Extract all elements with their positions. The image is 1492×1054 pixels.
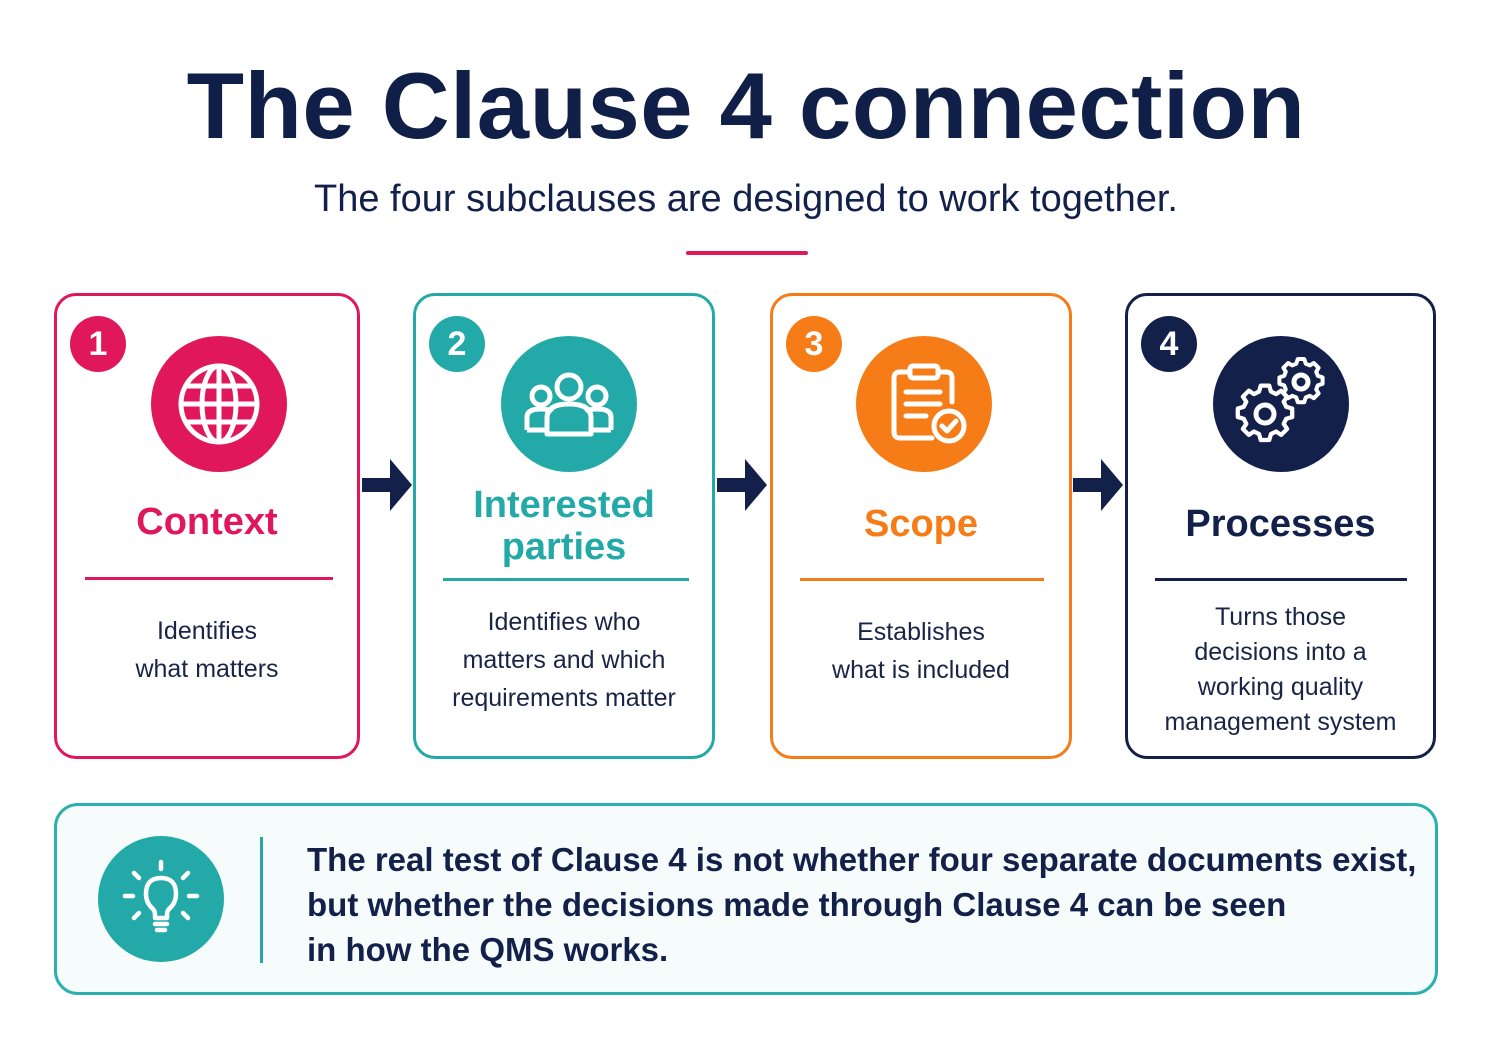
step-divider [85, 577, 333, 580]
step-description: Turns those decisions into a working qua… [1164, 603, 1397, 736]
step-number-badge: 4 [1141, 316, 1197, 372]
globe-icon [151, 336, 287, 472]
callout-text: The real test of Clause 4 is not whether… [307, 841, 1417, 968]
step-divider [443, 578, 689, 581]
people-group-icon [501, 336, 637, 472]
callout-divider [260, 837, 263, 963]
step-card-processes: 4 Processes Turns those decisions into a… [1125, 293, 1436, 759]
arrow-right-icon [362, 459, 412, 511]
step-card-context: 1 Context Identifies what matters [54, 293, 360, 759]
step-title: Scope [863, 503, 979, 545]
arrow-right-icon [1073, 459, 1123, 511]
arrow-right-icon [717, 459, 767, 511]
step-title: Processes [1185, 503, 1376, 545]
gears-icon [1213, 336, 1349, 472]
step-divider [1155, 578, 1407, 581]
step-title: Context [136, 501, 278, 543]
lightbulb-icon [98, 836, 224, 962]
key-insight-callout: The real test of Clause 4 is not whether… [54, 803, 1438, 995]
step-number-badge: 2 [429, 316, 485, 372]
step-description: Establishes what is included [832, 618, 1010, 684]
step-title: Interested parties [473, 484, 655, 568]
step-card-interested-parties: 2 Interested parties Identifies who matt… [413, 293, 715, 759]
step-description: Identifies who matters and which require… [452, 608, 676, 712]
step-divider [800, 578, 1044, 581]
title-underline [686, 251, 808, 255]
step-number-badge: 3 [786, 316, 842, 372]
step-card-scope: 3 Scope Establishes what is included [770, 293, 1072, 759]
step-description: Identifies what matters [135, 617, 279, 683]
page-title: The Clause 4 connection [186, 53, 1306, 158]
step-number-badge: 1 [70, 316, 126, 372]
page-subtitle: The four subclauses are designed to work… [314, 178, 1178, 220]
clipboard-check-icon [856, 336, 992, 472]
